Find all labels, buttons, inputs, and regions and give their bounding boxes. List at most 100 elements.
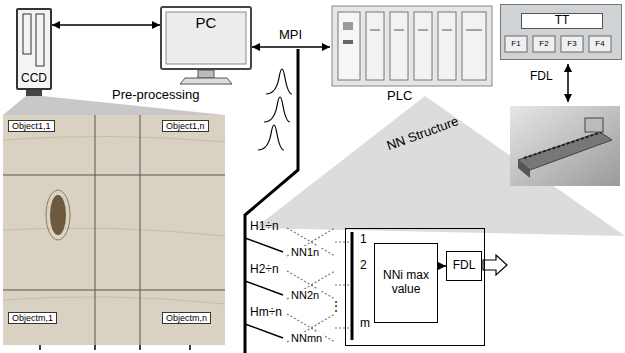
- ellipsis-mark: ⋮: [330, 300, 342, 314]
- output-arrow: [483, 255, 507, 275]
- connector-arrow: [52, 24, 160, 26]
- pc-monitor-drawing: [198, 70, 214, 78]
- plc-rack-drawing: [462, 12, 486, 80]
- network-cross-links: [335, 241, 352, 242]
- fdl-box: FDL: [446, 251, 482, 281]
- function-key: F4: [589, 39, 611, 48]
- plc-rack-drawing: [438, 12, 456, 80]
- hidden-layer-label: Hm÷n: [250, 306, 282, 320]
- wood-board-image: [3, 115, 225, 350]
- text-terminal-drawing: [533, 36, 555, 52]
- plc-rack-drawing: [343, 40, 353, 44]
- object-label: Objectm,1: [8, 312, 57, 324]
- data-bus-line: [245, 49, 298, 353]
- plc-rack-drawing: [390, 12, 408, 80]
- edge-label: MPI: [277, 28, 304, 43]
- hidden-layer-inputs: [245, 238, 283, 252]
- input-number: 1: [360, 233, 367, 247]
- wood-board-image: [3, 175, 225, 176]
- function-key: F3: [561, 39, 583, 48]
- object-label: Object1,n: [162, 120, 209, 132]
- plc-rack-drawing: [394, 30, 404, 31]
- input-number: m: [360, 317, 370, 331]
- data-bus-line: [245, 49, 298, 353]
- pc-label: PC: [162, 14, 250, 31]
- connector-arrow: [252, 46, 330, 48]
- wood-board-image: [39, 345, 41, 350]
- plc-rack-drawing: [418, 30, 428, 31]
- structure-label: NN Structure: [385, 114, 461, 154]
- wood-board-image: [50, 195, 66, 235]
- conveyor-photo: [518, 132, 612, 170]
- plc-rack-drawing: [414, 12, 432, 80]
- pre-processing-label: Pre-processing: [112, 88, 199, 103]
- network-label: NNmn: [290, 332, 323, 345]
- plc-rack-drawing: [343, 22, 353, 30]
- network-label: NN2n: [290, 289, 320, 302]
- object-label: Objectm,n: [162, 312, 211, 324]
- signal-peaks: [258, 125, 284, 150]
- hidden-layer-label: H1÷n: [250, 220, 279, 234]
- plc-rack-drawing: [466, 30, 482, 31]
- plc-rack-drawing: [338, 12, 360, 80]
- nn-structure-cone: [255, 96, 625, 236]
- wood-board-image: [3, 290, 225, 291]
- plc-rack-drawing: [442, 30, 452, 31]
- wood-board-image: [3, 297, 225, 304]
- text-terminal-drawing: [500, 4, 622, 60]
- conveyor-photo: [510, 106, 620, 186]
- network-cross-links: [335, 284, 352, 285]
- input-number: 2: [360, 259, 367, 273]
- output-arrow: [483, 255, 507, 275]
- plc-rack-drawing: [332, 6, 492, 86]
- hidden-layer-inputs: [245, 238, 283, 338]
- connector-arrow: [438, 265, 446, 267]
- network-cross-links: [335, 327, 352, 328]
- hidden-layer-label: H2÷n: [250, 263, 279, 277]
- text-terminal: TT: [500, 4, 622, 60]
- ccd-camera: CCD: [16, 8, 52, 90]
- conveyor-photo: [524, 132, 602, 158]
- nn-output-bus: [352, 232, 353, 340]
- fdl-label: FDL: [453, 259, 476, 273]
- max-value-label: NNi max value: [378, 269, 434, 297]
- terminal-display: TT: [521, 13, 603, 29]
- pc-monitor: PCPre-processing: [160, 6, 252, 70]
- fdl-bus-arrow: [567, 64, 569, 102]
- function-key: F1: [505, 39, 527, 48]
- max-value-box: NNi max value: [374, 243, 438, 323]
- plc-rack-drawing: [332, 6, 492, 86]
- signal-peaks: [258, 69, 292, 150]
- camera-label: CCD: [18, 72, 50, 86]
- ccd-camera-body: [18, 10, 50, 88]
- wood-board-image: [95, 115, 96, 345]
- conveyor-photo: [585, 118, 603, 132]
- bus-label: FDL: [530, 70, 553, 84]
- wood-board-image: [3, 228, 225, 236]
- text-terminal-drawing: [561, 36, 583, 52]
- plc-label: PLC: [385, 89, 414, 104]
- wood-board-image: [140, 115, 141, 345]
- conveyor-photo: [510, 106, 620, 186]
- hidden-layer-inputs: [245, 281, 283, 295]
- wood-board-image: [46, 190, 70, 240]
- nn-module: 1 2 m NNi max value FDL: [345, 228, 485, 346]
- wood-board-image: [189, 345, 191, 350]
- wood-board-image: [139, 345, 141, 350]
- conveyor-photo: [518, 160, 530, 178]
- text-terminal-drawing: [589, 36, 611, 52]
- ccd-camera-body: [36, 14, 44, 66]
- function-key: F2: [533, 39, 555, 48]
- plc-unit: PLC: [330, 4, 495, 104]
- wood-board-image: [3, 115, 225, 345]
- ccd-camera-body: [23, 14, 31, 54]
- hidden-layer-inputs: [245, 324, 283, 338]
- plc-rack-drawing: [366, 12, 384, 80]
- signal-peaks: [264, 97, 290, 122]
- network-label: NN1n: [290, 246, 320, 259]
- signal-peaks: [266, 69, 292, 94]
- wood-board-image: [94, 345, 96, 350]
- text-terminal-drawing: [500, 4, 622, 60]
- nn-output-bus: [351, 232, 354, 340]
- fdl-bus-arrow: [568, 64, 569, 102]
